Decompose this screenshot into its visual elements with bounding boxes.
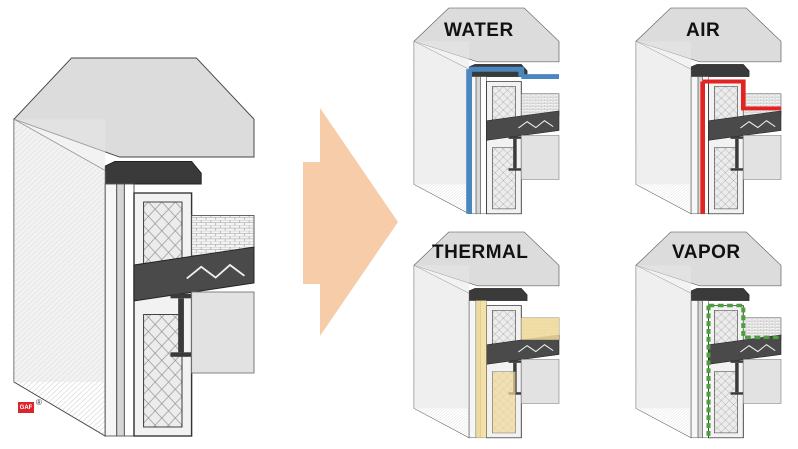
air-label: AIR: [686, 20, 721, 41]
water-label: WATER: [444, 20, 514, 41]
main-wall-detail: [13, 57, 255, 437]
vapor-label: VAPOR: [672, 242, 741, 263]
thermal-panel-detail: [413, 231, 560, 439]
vapor-panel-detail: [635, 231, 782, 439]
gaf-logo: GAF: [18, 402, 34, 413]
air-panel-detail: [635, 7, 782, 215]
arrow-right-icon: [303, 108, 398, 336]
water-panel-detail: [413, 7, 560, 215]
thermal-label: THERMAL: [432, 242, 529, 263]
registered-mark: ®: [36, 398, 42, 407]
